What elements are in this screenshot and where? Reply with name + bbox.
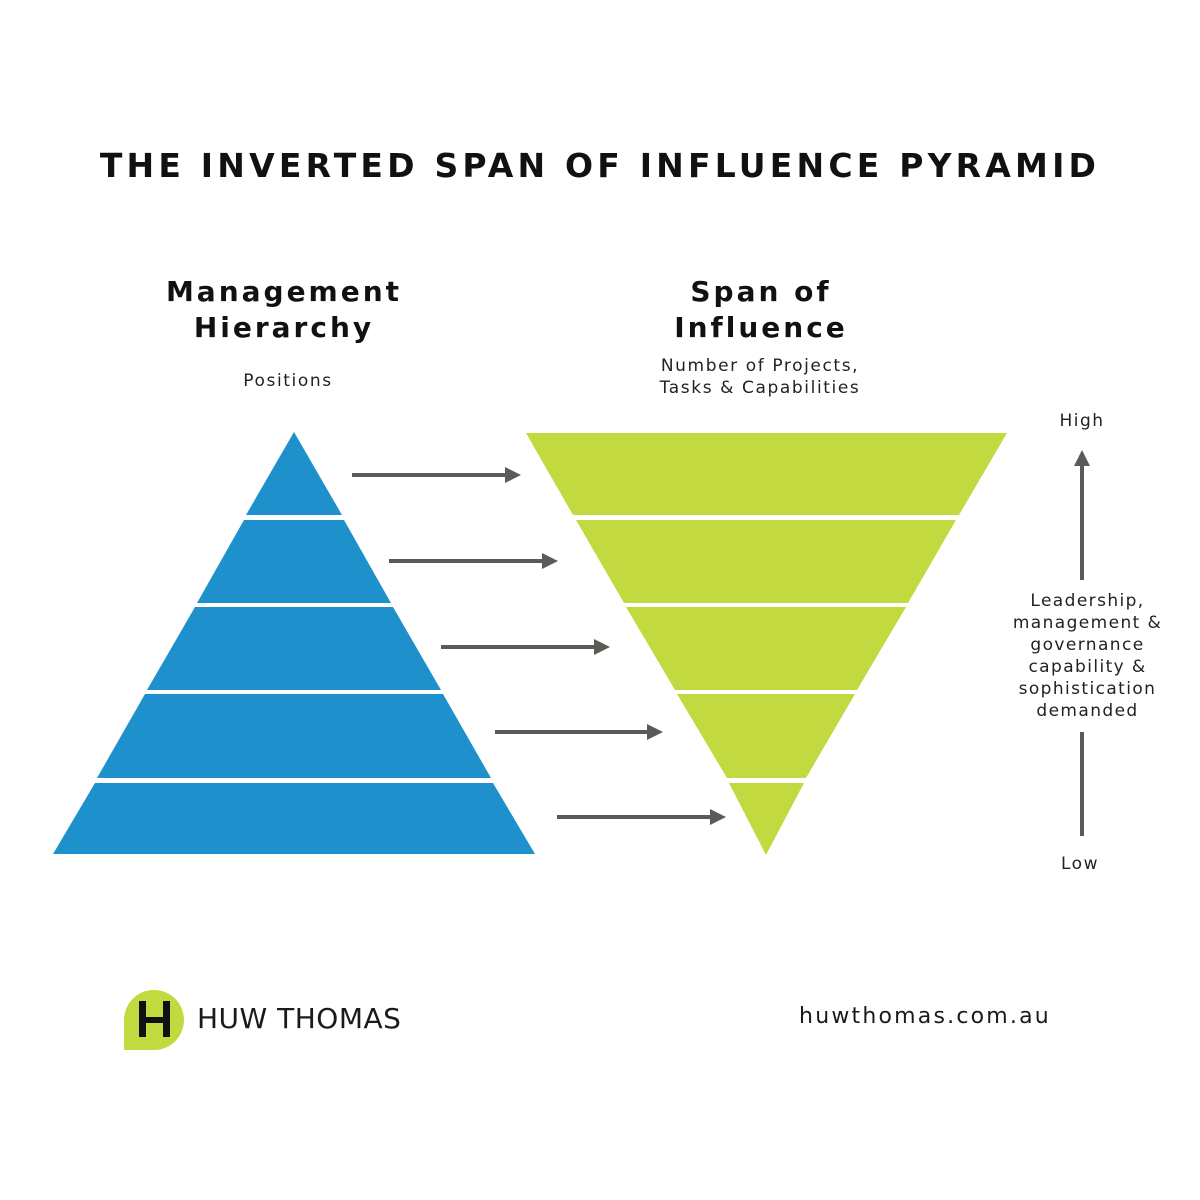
management-pyramid [53, 432, 535, 854]
diagram-title: THE INVERTED SPAN OF INFLUENCE PYRAMID [99, 146, 1101, 185]
pyramid-level-2 [197, 520, 391, 603]
scale-description-line: capability & [1028, 657, 1147, 677]
positions-subheading: Positions [188, 370, 388, 392]
scale-description-line: sophistication [1018, 679, 1157, 699]
influence-subheading: Number of Projects, Tasks & Capabilities [610, 355, 910, 399]
pyramid-level-4 [97, 694, 491, 778]
scale-description-line: demanded [1036, 701, 1139, 721]
inverted-pyramid-level-2 [576, 520, 956, 603]
arrow-3 [441, 639, 610, 655]
mapping-arrows [352, 467, 726, 825]
influence-inverted-pyramid [526, 433, 1007, 855]
inverted-pyramid-level-3 [626, 607, 906, 690]
arrow-4 [495, 724, 663, 740]
huw-thomas-logo-icon [124, 990, 184, 1050]
scale-description: Leadership, management & governance capa… [990, 590, 1185, 722]
scale-description-line: governance [1030, 635, 1145, 655]
inverted-pyramid-level-1 [526, 433, 1007, 515]
scale-high-label: High [1059, 411, 1105, 431]
scale-low-label: Low [1061, 854, 1099, 874]
website-link[interactable]: huwthomas.com.au [799, 1004, 1051, 1029]
positions-label: Positions [243, 371, 333, 391]
influence-subheading-line-1: Number of Projects, [660, 356, 860, 376]
pyramid-level-5 [53, 783, 535, 854]
brand-name: HUW THOMAS [197, 1002, 402, 1035]
influence-subheading-line-2: Tasks & Capabilities [659, 378, 861, 398]
management-heading-line-2: Hierarchy [193, 311, 375, 344]
scale-description-line: management & [1012, 613, 1163, 633]
pyramid-level-1 [246, 432, 342, 515]
influence-heading-line-2: Influence [674, 311, 848, 344]
inverted-pyramid-level-5 [729, 783, 804, 855]
arrow-5 [557, 809, 726, 825]
scale-arrowhead-up [1074, 450, 1090, 466]
vertical-scale-arrow [1074, 450, 1090, 836]
influence-heading-line-1: Span of [690, 275, 832, 308]
management-hierarchy-heading: Management Hierarchy [134, 274, 434, 346]
arrow-2 [389, 553, 558, 569]
pyramid-level-3 [147, 607, 441, 690]
management-heading-line-1: Management [165, 275, 403, 308]
arrow-1 [352, 467, 521, 483]
inverted-pyramid-level-4 [677, 694, 855, 778]
span-of-influence-heading: Span of Influence [611, 274, 911, 346]
scale-description-line: Leadership, [1030, 591, 1145, 611]
